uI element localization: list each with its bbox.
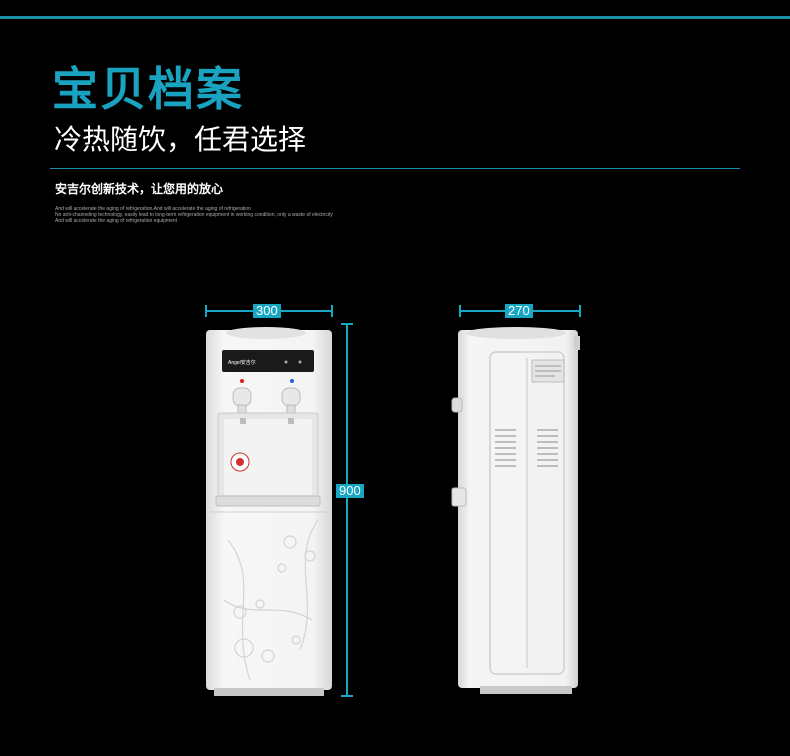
front-width-label: 300 [253, 304, 281, 318]
front-dispenser: Angel安吉尔 [206, 327, 332, 696]
fine-print-line: And will accelerate the aging of refrige… [55, 206, 251, 212]
vent-grille-icon [495, 429, 558, 467]
hot-tap-icon [232, 387, 252, 414]
brand-logo: Angel安吉尔 [228, 359, 256, 366]
floral-decoration-icon [223, 519, 319, 681]
hot-indicator [240, 379, 244, 383]
control-panel [222, 350, 314, 372]
drip-tray [215, 495, 321, 507]
fine-print: And will accelerate the aging of refrige… [55, 206, 333, 224]
height-label: 900 [336, 484, 364, 498]
page-title: 宝贝档案 [52, 62, 244, 116]
fine-print-line: No anti-channeling technology, easily le… [55, 212, 333, 218]
fine-print-line: And will accelerate the aging of refrige… [55, 218, 178, 224]
cold-indicator [290, 379, 294, 383]
header-divider [50, 168, 740, 169]
side-dispenser [451, 327, 580, 694]
side-width-label: 270 [505, 304, 533, 318]
tagline: 安吉尔创新技术，让您用的放心 [55, 182, 224, 196]
top-accent-line [0, 16, 790, 19]
page-subtitle: 冷热随饮，任君选择 [54, 123, 307, 156]
rear-panel [489, 351, 565, 675]
